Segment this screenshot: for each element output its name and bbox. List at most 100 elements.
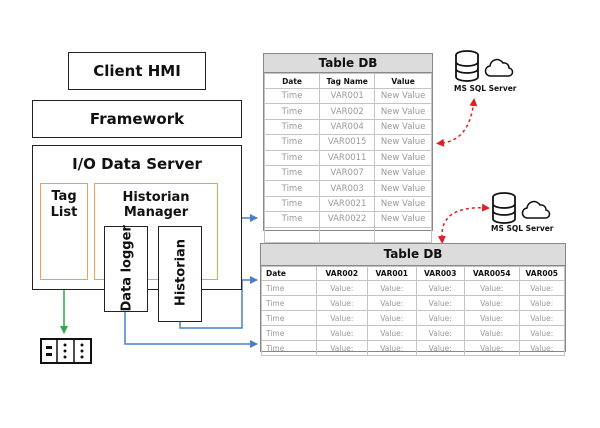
cell: Time xyxy=(263,87,321,105)
cell: Value: xyxy=(463,310,520,326)
cell: Value: xyxy=(518,340,565,356)
database-icon xyxy=(492,192,516,224)
cell: New Value xyxy=(374,211,432,228)
cell: Time xyxy=(261,310,317,326)
col-header-value: Value xyxy=(374,73,432,89)
col-header-var003: VAR003 xyxy=(415,266,465,281)
tag-list-label-line2: List xyxy=(50,205,78,220)
table-db-2-header-row: Date VAR002 VAR001 VAR003 VAR0054 VAR005 xyxy=(261,266,565,281)
col-header-date: Date xyxy=(261,266,317,281)
col-header-date: Date xyxy=(263,73,321,89)
cell: VAR002 xyxy=(319,103,376,120)
cell: VAR0011 xyxy=(319,149,376,166)
historian-box: Historian xyxy=(158,226,202,322)
cell: Value: xyxy=(415,295,465,311)
data-logger-box: Data logger xyxy=(104,225,148,312)
cell: Value: xyxy=(315,295,369,311)
data-logger-label: Data logger xyxy=(119,225,135,312)
dashed-link-sql1 xyxy=(436,98,478,147)
cell: Time xyxy=(261,280,317,296)
cell: Value: xyxy=(415,340,465,356)
io-data-server-label: I/O Data Server xyxy=(72,155,202,173)
cell xyxy=(374,226,432,243)
cell: Time xyxy=(263,149,321,166)
cell: Value: xyxy=(463,280,520,296)
cell: New Value xyxy=(374,134,432,151)
cell: New Value xyxy=(374,164,432,182)
cell: New Value xyxy=(374,149,432,166)
cell: VAR0022 xyxy=(319,211,376,228)
cell: Time xyxy=(263,134,321,151)
cell xyxy=(319,226,376,243)
ms-sql-server-2: MS SQL Server xyxy=(487,192,562,238)
cell: VAR004 xyxy=(319,118,376,136)
framework-box: Framework xyxy=(32,100,242,138)
col-header-var0054: VAR0054 xyxy=(463,266,520,281)
ms-sql-server-1: MS SQL Server xyxy=(448,50,518,98)
cell: Value: xyxy=(315,340,369,356)
tag-list-label-line1: Tag xyxy=(51,189,77,204)
historian-manager-label: Historian Manager xyxy=(122,190,190,220)
cell: Value: xyxy=(415,325,465,341)
cloud-icon xyxy=(521,200,551,219)
col-header-var001: VAR001 xyxy=(367,266,417,281)
cell: Value: xyxy=(367,325,417,341)
cell: Time xyxy=(263,164,321,182)
cell: Value: xyxy=(367,295,417,311)
cell: Value: xyxy=(463,295,520,311)
client-hmi-label: Client HMI xyxy=(93,62,181,80)
cell: New Value xyxy=(374,195,432,213)
io-device-icon xyxy=(40,338,92,364)
arrow-datalogger-to-table2 xyxy=(124,312,258,348)
cell: Time xyxy=(261,325,317,341)
cell: Value: xyxy=(315,280,369,296)
cell: VAR0015 xyxy=(319,134,376,151)
client-hmi-box: Client HMI xyxy=(68,52,206,90)
cell: Value: xyxy=(463,325,520,341)
cell: Time xyxy=(263,118,321,136)
cell: VAR0021 xyxy=(319,195,376,213)
cell: Value: xyxy=(415,310,465,326)
table-db-2-grid: Date VAR002 VAR001 VAR003 VAR0054 VAR005… xyxy=(261,266,565,356)
arrow-io-to-table1 xyxy=(239,214,258,236)
cell xyxy=(263,226,321,243)
col-header-var005: VAR005 xyxy=(518,266,565,281)
col-header-tag-name: Tag Name xyxy=(319,73,376,89)
cell: Value: xyxy=(367,280,417,296)
tag-list-box: Tag List xyxy=(40,183,88,280)
cell: Time xyxy=(261,340,317,356)
cell: Value: xyxy=(315,310,369,326)
table-db-1-header-row: Date Tag Name Value xyxy=(263,73,432,89)
ms-sql-server-1-label: MS SQL Server xyxy=(454,84,517,93)
cell: Value: xyxy=(367,310,417,326)
cell: Value: xyxy=(415,280,465,296)
framework-label: Framework xyxy=(89,110,185,128)
cell: Value: xyxy=(315,325,369,341)
cell: New Value xyxy=(374,103,432,120)
historian-label: Historian xyxy=(173,238,189,307)
cell: VAR001 xyxy=(319,87,376,105)
cell: Value: xyxy=(463,340,520,356)
cell: New Value xyxy=(374,118,432,136)
cell: Value: xyxy=(367,340,417,356)
cell: Value: xyxy=(518,325,565,341)
arrow-historian-to-table2 xyxy=(179,276,258,329)
col-header-var002: VAR002 xyxy=(315,266,369,281)
table-db-2: Table DB Date VAR002 VAR001 VAR003 VAR00… xyxy=(260,243,566,356)
cell: VAR003 xyxy=(319,180,376,197)
